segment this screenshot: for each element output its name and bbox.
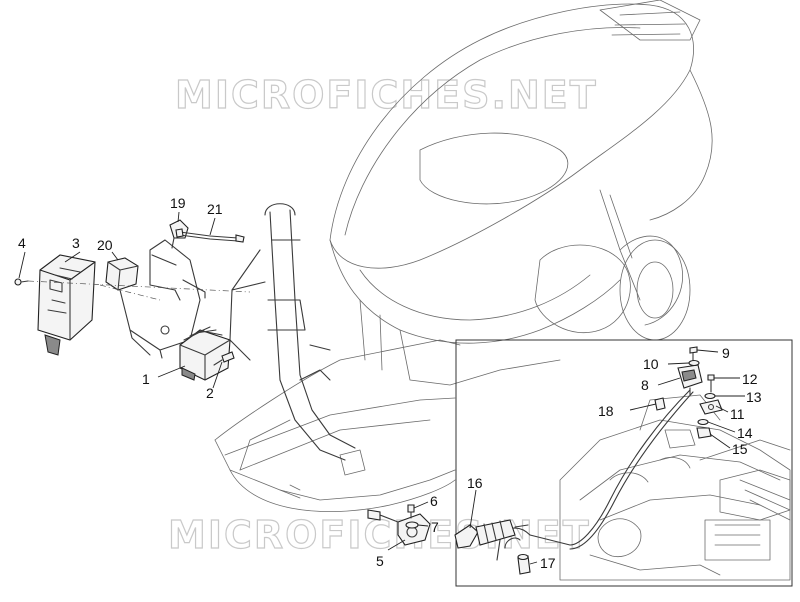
callout-5: 5 [376, 553, 384, 569]
mounting-bracket [119, 239, 206, 359]
oring-part10 [688, 359, 700, 367]
callout-20: 20 [97, 237, 113, 253]
callout-21: 21 [207, 201, 223, 217]
leader-lines [18, 211, 745, 565]
relay-part20 [105, 257, 139, 291]
clip-part18 [654, 397, 666, 411]
inset-frame [455, 339, 793, 587]
bolt-part2 [213, 351, 235, 366]
sensor-part8 [677, 364, 703, 396]
callout-1: 1 [142, 371, 150, 387]
callout-19: 19 [170, 195, 186, 211]
callout-13: 13 [746, 389, 762, 405]
voltage-regulator-part1 [179, 326, 231, 381]
callout-12: 12 [742, 371, 758, 387]
screw-part9 [689, 346, 698, 363]
washer-part7 [405, 521, 419, 529]
nut-part15 [696, 427, 712, 439]
bolt-part12 [707, 374, 715, 393]
callout-4: 4 [18, 235, 26, 251]
screw-part6 [407, 504, 415, 519]
callout-15: 15 [732, 441, 748, 457]
cable-part21 [175, 228, 245, 243]
callout-17: 17 [540, 555, 556, 571]
callout-6: 6 [430, 493, 438, 509]
washer-part13 [704, 392, 716, 400]
screw-part4 [14, 278, 29, 286]
callout-7: 7 [431, 519, 439, 535]
alignment-line [99, 284, 161, 301]
callout-3: 3 [72, 235, 80, 251]
callout-10: 10 [643, 356, 659, 372]
clamp-part17 [517, 553, 531, 575]
bracket-part11 [699, 399, 723, 415]
control-unit-part3 [37, 254, 96, 356]
watermark-top: MICROFICHES.NET [175, 73, 598, 117]
connector-part5 [367, 509, 431, 546]
lambda-sensor-part16 [454, 519, 529, 549]
callout-2: 2 [206, 385, 214, 401]
callout-8: 8 [641, 377, 649, 393]
callout-11: 11 [730, 406, 745, 422]
washer-part14 [697, 418, 709, 426]
scooter-body-outline [214, 0, 713, 513]
callout-14: 14 [737, 425, 753, 441]
callout-18: 18 [598, 403, 614, 419]
engine-inset-drawing [559, 394, 791, 581]
callout-16: 16 [467, 475, 483, 491]
alignment-line [27, 280, 251, 293]
callout-9: 9 [722, 345, 730, 361]
